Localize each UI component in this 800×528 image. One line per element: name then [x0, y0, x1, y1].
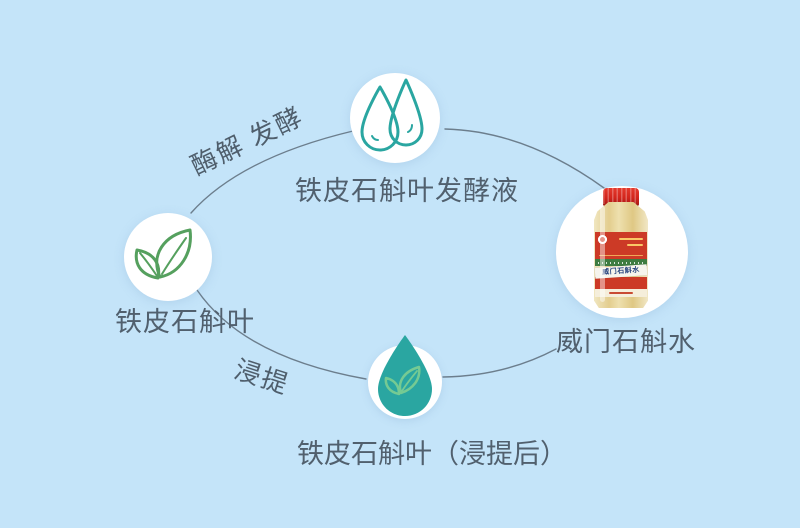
- product-bottle-photo: 威门石斛水: [594, 188, 648, 310]
- arc-ferment-to-product: [444, 128, 605, 189]
- label-product: 威门石斛水: [556, 327, 696, 357]
- arc-extract-to-product: [442, 348, 557, 378]
- bottle-green-band: [595, 259, 647, 266]
- label-extracted-leaf: 铁皮石斛叶（浸提后）: [297, 439, 567, 469]
- node-fermentation-liquid: [350, 73, 440, 163]
- node-product: 威门石斛水: [556, 186, 688, 318]
- bottle-small-red-text-line: [609, 292, 633, 294]
- arc-leaf-to-extract: [196, 289, 367, 380]
- node-extracted-leaf: [367, 331, 443, 423]
- water-drops-icon: [360, 78, 424, 152]
- label-fresh-leaf: 铁皮石斛叶: [115, 307, 255, 337]
- arc-leaf-to-ferment: [190, 130, 354, 214]
- bottle-gold-text-line: [627, 244, 643, 246]
- bottle-bottom-band: [595, 289, 647, 297]
- bottle-red-band: [595, 277, 647, 289]
- drop-leaf-icon: [378, 335, 432, 416]
- node-fresh-leaf: [124, 213, 212, 301]
- bottle-gold-text-line: [599, 254, 643, 256]
- bottle-label: 威门石斛水: [594, 232, 648, 297]
- leaf-icon: [134, 228, 192, 280]
- bottle-emblem-icon: [598, 235, 607, 244]
- bottle-label-top-band: [595, 232, 647, 259]
- bottle-gold-text-line: [619, 238, 643, 240]
- bottle-body: 威门石斛水: [594, 202, 648, 308]
- label-fermentation-liquid: 铁皮石斛叶发酵液: [295, 176, 519, 206]
